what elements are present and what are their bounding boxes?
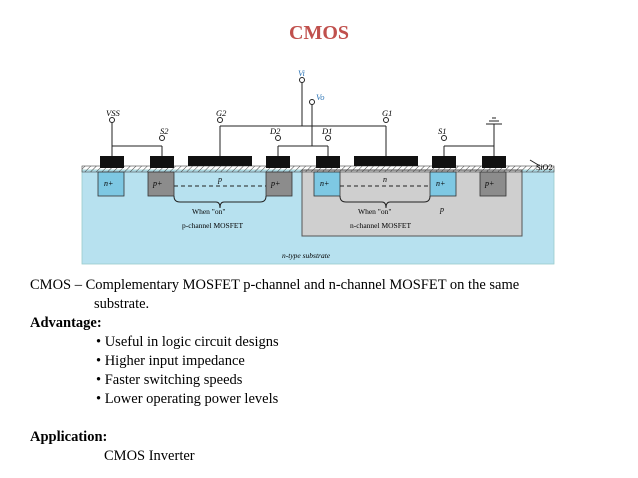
vi-label: Vi [298, 68, 306, 78]
d1-label: D1 [321, 126, 332, 136]
n-plus-label-d1: n+ [320, 179, 329, 188]
contact-s1 [432, 156, 456, 168]
p-region-label: p [217, 175, 222, 184]
d2-label: D2 [269, 126, 281, 136]
contact-s2 [150, 156, 174, 168]
p-plus-label-d2: p+ [270, 179, 280, 188]
application-item: CMOS Inverter [104, 448, 195, 464]
slide-title: CMOS [289, 22, 349, 44]
p-plus-label-right: p+ [484, 179, 494, 188]
advantage-item: • Useful in logic circuit designs [96, 334, 279, 350]
cmos-cross-section-diagram: Vi Vo VSS G2 G1 S2 D2 D1 S1 SiO2 n+ p+ p… [81, 68, 555, 265]
advantage-item: • Lower operating power levels [96, 391, 279, 407]
description-line-2: substrate. [94, 296, 150, 312]
contact-d2 [266, 156, 290, 168]
p-plus-region-s2 [147, 171, 175, 197]
s1-label: S1 [438, 126, 447, 136]
advantage-heading: Advantage: [30, 315, 102, 331]
s2-label: S2 [160, 126, 169, 136]
application-heading: Application: [30, 429, 108, 445]
n-region-label: n [383, 175, 387, 184]
p-plus-region-right [479, 171, 507, 197]
n-channel-label: n-channel MOSFET [350, 221, 411, 230]
p-channel-label: p-channel MOSFET [182, 221, 243, 230]
p-well-label: p [439, 205, 444, 214]
p-plus-label-s2: p+ [152, 179, 162, 188]
substrate-label: n-type substrate [282, 251, 331, 260]
gate-g1 [354, 156, 418, 166]
wiring [111, 80, 541, 209]
when-on-label-p: When "on" [192, 207, 225, 216]
g1-label: G1 [382, 108, 392, 118]
contact-d1 [316, 156, 340, 168]
p-plus-region-d2 [265, 171, 293, 197]
advantage-item: • Faster switching speeds [96, 372, 243, 388]
contact-left [100, 156, 124, 168]
g2-label: G2 [216, 108, 227, 118]
n-plus-region-s1 [429, 171, 457, 197]
description-line-1: CMOS – Complementary MOSFET p-channel an… [30, 277, 520, 293]
contact-right [482, 156, 506, 168]
n-plus-region-d1 [313, 171, 341, 197]
sio2-label: SiO2 [536, 163, 552, 172]
n-plus-region-left [97, 171, 125, 197]
advantage-item: • Higher input impedance [96, 353, 245, 369]
vo-label: Vo [316, 92, 325, 102]
gate-g2 [188, 156, 252, 166]
when-on-label-n: When "on" [358, 207, 391, 216]
n-plus-label-left: n+ [104, 179, 113, 188]
vss-label: VSS [106, 108, 120, 118]
n-plus-label-s1: n+ [436, 179, 445, 188]
